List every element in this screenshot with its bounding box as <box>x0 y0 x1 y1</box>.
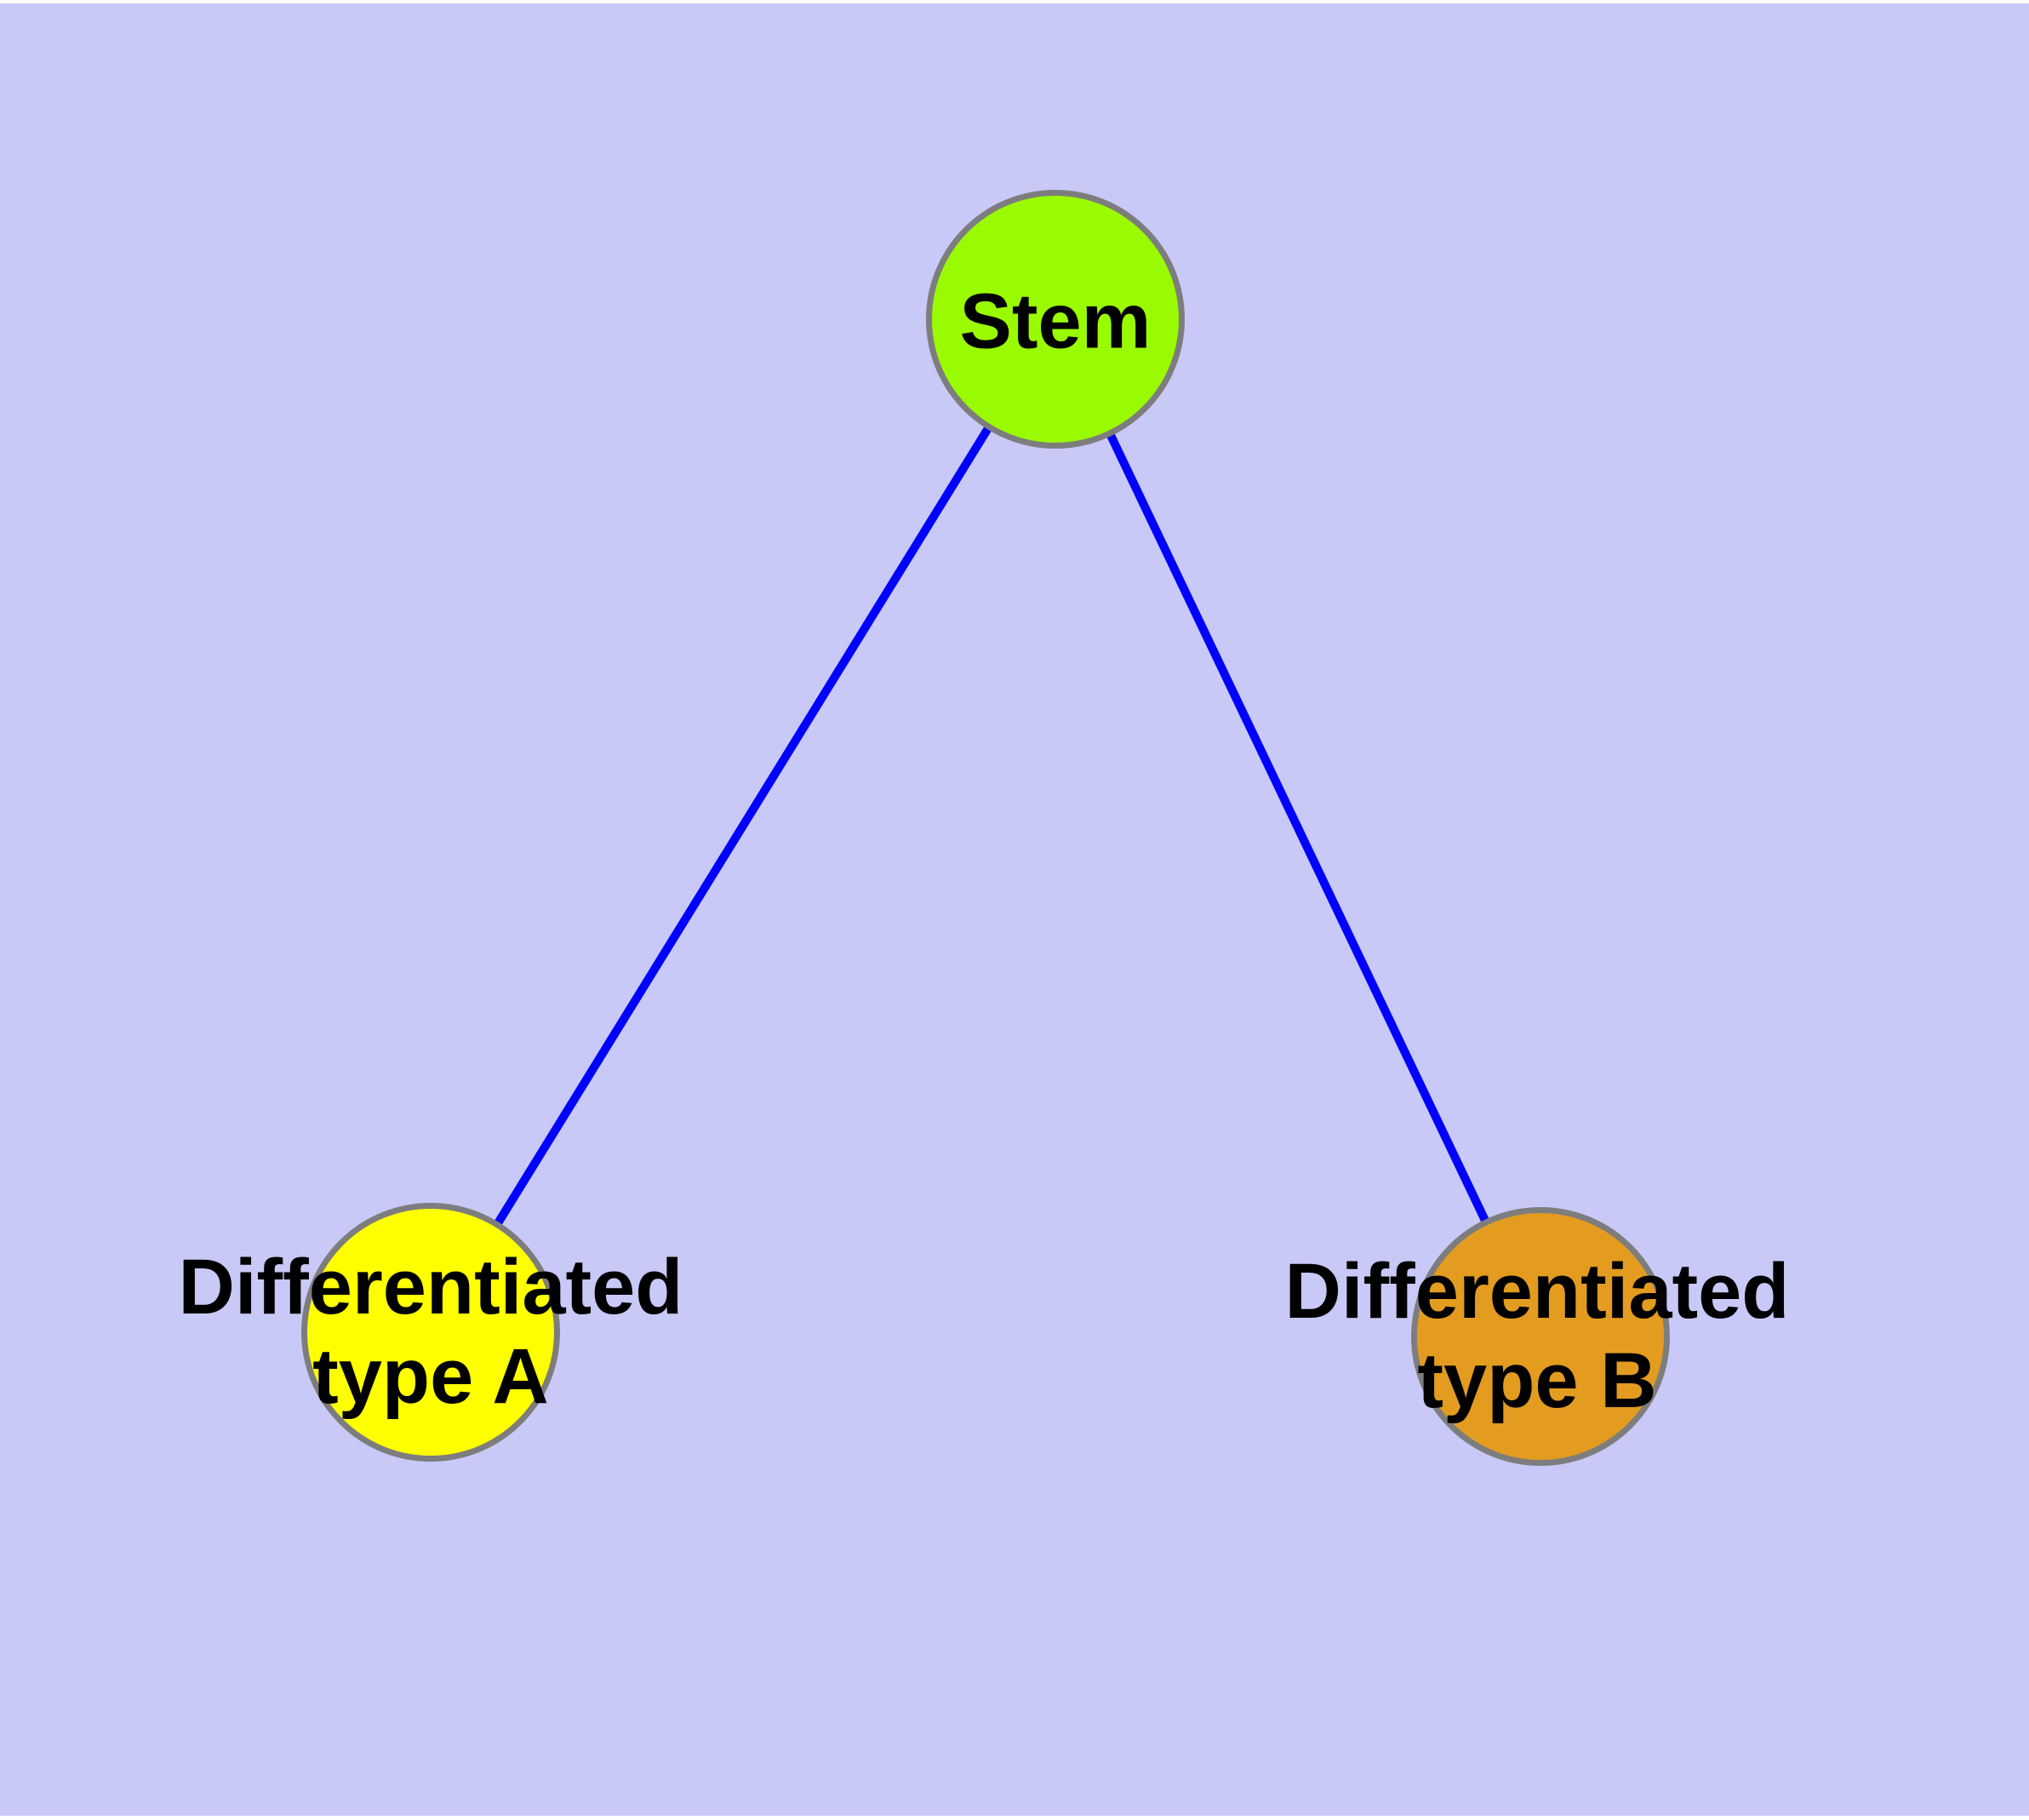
node-differentiated-type-b <box>1411 1207 1670 1466</box>
node-differentiated-type-a <box>301 1203 560 1462</box>
label-line: Differentiated <box>1284 1248 1790 1335</box>
label-line: Differentiated <box>178 1244 683 1331</box>
edge-stem-to-type-b <box>1051 317 1545 1339</box>
edge-stem-to-type-a <box>426 317 1060 1335</box>
label-line: type A <box>312 1333 549 1420</box>
node-stem-label: Stem <box>960 278 1152 367</box>
node-differentiated-type-a-label: Differentiated type A <box>179 1243 683 1422</box>
node-stem <box>926 190 1185 449</box>
label-line: type B <box>1417 1337 1657 1424</box>
node-differentiated-type-b-label: Differentiated type B <box>1285 1247 1790 1426</box>
label-line: Stem <box>959 278 1152 365</box>
